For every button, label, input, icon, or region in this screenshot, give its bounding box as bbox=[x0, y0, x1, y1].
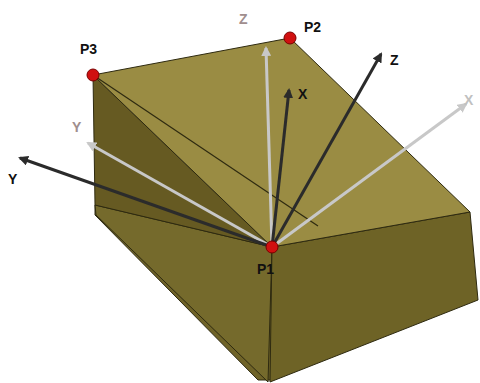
axis-label: X bbox=[298, 87, 307, 101]
point-label: P1 bbox=[257, 262, 274, 276]
axis-label: Z bbox=[239, 12, 248, 26]
axis-label: X bbox=[464, 93, 473, 107]
axis-label: Y bbox=[8, 172, 17, 186]
point-label: P3 bbox=[80, 42, 97, 56]
axis-label: Y bbox=[72, 120, 81, 134]
axis-label: Z bbox=[390, 53, 399, 67]
point-label: P2 bbox=[304, 20, 321, 34]
